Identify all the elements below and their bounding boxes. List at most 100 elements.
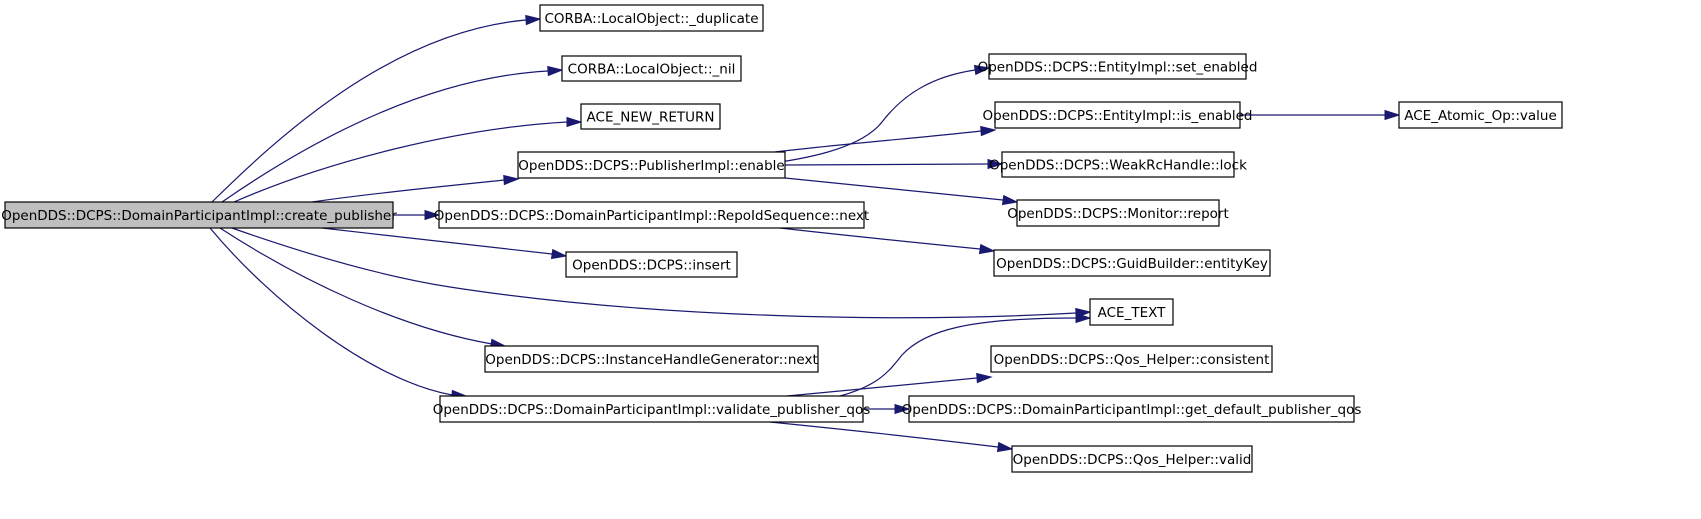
node-report[interactable]: OpenDDS::DCPS::Monitor::report — [1007, 199, 1229, 227]
node-box[interactable] — [565, 251, 738, 278]
node-box[interactable] — [580, 103, 721, 130]
edge-line — [311, 179, 505, 203]
node-box[interactable] — [990, 345, 1273, 373]
node-label: OpenDDS::DCPS::DomainParticipantImpl::ge… — [902, 402, 1362, 418]
node-duplicate[interactable]: CORBA::LocalObject::_duplicate — [539, 4, 764, 32]
edge-line — [774, 130, 982, 153]
edge-line — [784, 163, 989, 166]
node-is-enabled[interactable]: OpenDDS::DCPS::EntityImpl::is_enabled — [983, 101, 1253, 129]
edge-validate_qos-to-default_qos — [863, 403, 911, 415]
edge-publisher_enable-to-lock — [784, 158, 1004, 170]
node-box[interactable] — [484, 345, 819, 373]
arrowhead-icon — [987, 158, 1004, 170]
node-consistent[interactable]: OpenDDS::DCPS::Qos_Helper::consistent — [990, 345, 1273, 373]
edge-publisher_enable-to-report — [784, 177, 1019, 206]
edge-create_publisher-to-nil — [221, 65, 564, 203]
arrowhead-icon — [980, 125, 997, 137]
node-label: OpenDDS::DCPS::InstanceHandleGenerator::… — [485, 352, 818, 368]
node-box[interactable] — [1011, 445, 1253, 473]
node-label: OpenDDS::DCPS::DomainParticipantImpl::va… — [433, 402, 871, 418]
arrowhead-icon — [550, 248, 568, 260]
edge-validate_qos-to-valid — [769, 421, 1014, 453]
edge-validate_qos-to-ace_text — [839, 312, 1092, 397]
node-box[interactable] — [438, 201, 865, 229]
node-default-qos[interactable]: OpenDDS::DCPS::DomainParticipantImpl::ge… — [902, 395, 1362, 423]
node-set-enabled[interactable]: OpenDDS::DCPS::EntityImpl::set_enabled — [978, 53, 1258, 80]
node-box[interactable] — [1398, 101, 1563, 129]
edge-line — [769, 421, 999, 448]
node-label: OpenDDS::DCPS::GuidBuilder::entityKey — [996, 256, 1268, 272]
node-label: OpenDDS::DCPS::PublisherImpl::enable — [518, 158, 784, 174]
edge-create_publisher-to-validate_qos — [209, 227, 468, 401]
arrowhead-icon — [973, 64, 991, 76]
arrowhead-icon — [547, 65, 564, 77]
node-label: OpenDDS::DCPS::Monitor::report — [1007, 206, 1229, 222]
node-ace-text[interactable]: ACE_TEXT — [1089, 298, 1174, 326]
arrowhead-icon — [1075, 312, 1092, 324]
node-label: OpenDDS::DCPS::EntityImpl::set_enabled — [978, 60, 1258, 76]
edge-line — [839, 317, 1077, 397]
edge-line — [784, 177, 1004, 201]
node-nil[interactable]: CORBA::LocalObject::_nil — [561, 55, 742, 82]
node-label: CORBA::LocalObject::_duplicate — [544, 11, 758, 27]
node-label: ACE_TEXT — [1098, 305, 1166, 321]
edge-line — [209, 227, 453, 396]
node-atomic-value[interactable]: ACE_Atomic_Op::value — [1398, 101, 1563, 129]
edges-layer — [209, 14, 1401, 453]
edge-validate_qos-to-consistent — [786, 372, 993, 397]
node-valid[interactable]: OpenDDS::DCPS::Qos_Helper::valid — [1011, 445, 1253, 473]
node-label: OpenDDS::DCPS::insert — [572, 258, 731, 274]
node-entity-key[interactable]: OpenDDS::DCPS::GuidBuilder::entityKey — [993, 249, 1271, 277]
arrowhead-icon — [566, 116, 583, 128]
edge-line — [321, 227, 553, 255]
arrowhead-icon — [503, 174, 520, 186]
node-box[interactable] — [539, 4, 764, 32]
node-box[interactable] — [561, 55, 742, 82]
edge-repoid_next-to-entity_key — [779, 227, 996, 255]
edge-line — [231, 227, 1077, 319]
edge-create_publisher-to-handle_next — [219, 227, 507, 349]
node-validate-qos[interactable]: OpenDDS::DCPS::DomainParticipantImpl::va… — [433, 395, 871, 423]
node-label: OpenDDS::DCPS::Qos_Helper::consistent — [994, 352, 1270, 368]
node-box[interactable] — [517, 151, 786, 179]
edge-line — [211, 19, 527, 203]
node-handle-next[interactable]: OpenDDS::DCPS::InstanceHandleGenerator::… — [484, 345, 819, 373]
arrowhead-icon — [996, 441, 1014, 453]
node-insert[interactable]: OpenDDS::DCPS::insert — [565, 251, 738, 278]
node-box[interactable] — [439, 395, 864, 423]
arrowhead-icon — [976, 372, 993, 384]
edge-line — [219, 227, 493, 345]
node-ace-new-return[interactable]: ACE_NEW_RETURN — [580, 103, 721, 130]
node-box[interactable] — [1016, 199, 1220, 227]
edge-publisher_enable-to-set_enabled — [757, 64, 991, 166]
node-label: CORBA::LocalObject::_nil — [568, 62, 736, 78]
node-create-publisher[interactable]: OpenDDS::DCPS::DomainParticipantImpl::cr… — [1, 201, 397, 229]
edge-create_publisher-to-duplicate — [211, 14, 542, 203]
arrowhead-icon — [1001, 194, 1019, 206]
node-label: OpenDDS::DCPS::DomainParticipantImpl::Re… — [434, 208, 869, 224]
edge-line — [757, 69, 976, 166]
edge-line — [786, 377, 978, 397]
node-box[interactable] — [1001, 151, 1235, 178]
node-publisher-enable[interactable]: OpenDDS::DCPS::PublisherImpl::enable — [517, 151, 786, 179]
edge-create_publisher-to-insert — [321, 227, 568, 260]
arrowhead-icon — [894, 403, 911, 415]
node-box[interactable] — [908, 395, 1355, 423]
arrowhead-icon — [424, 209, 441, 221]
node-label: OpenDDS::DCPS::WeakRcHandle::lock — [989, 158, 1247, 174]
node-box[interactable] — [988, 53, 1247, 80]
arrowhead-icon — [1384, 109, 1401, 121]
node-lock[interactable]: OpenDDS::DCPS::WeakRcHandle::lock — [989, 151, 1247, 178]
node-repoid-next[interactable]: OpenDDS::DCPS::DomainParticipantImpl::Re… — [434, 201, 869, 229]
node-box[interactable] — [4, 201, 394, 229]
node-label: OpenDDS::DCPS::DomainParticipantImpl::cr… — [1, 208, 397, 224]
arrowhead-icon — [525, 14, 542, 26]
nodes-layer: OpenDDS::DCPS::DomainParticipantImpl::cr… — [1, 4, 1563, 473]
edge-publisher_enable-to-is_enabled — [774, 125, 997, 153]
edge-line — [233, 121, 568, 203]
node-box[interactable] — [994, 101, 1241, 129]
node-label: OpenDDS::DCPS::Qos_Helper::valid — [1013, 452, 1252, 468]
node-box[interactable] — [993, 249, 1271, 277]
node-box[interactable] — [1089, 298, 1174, 326]
